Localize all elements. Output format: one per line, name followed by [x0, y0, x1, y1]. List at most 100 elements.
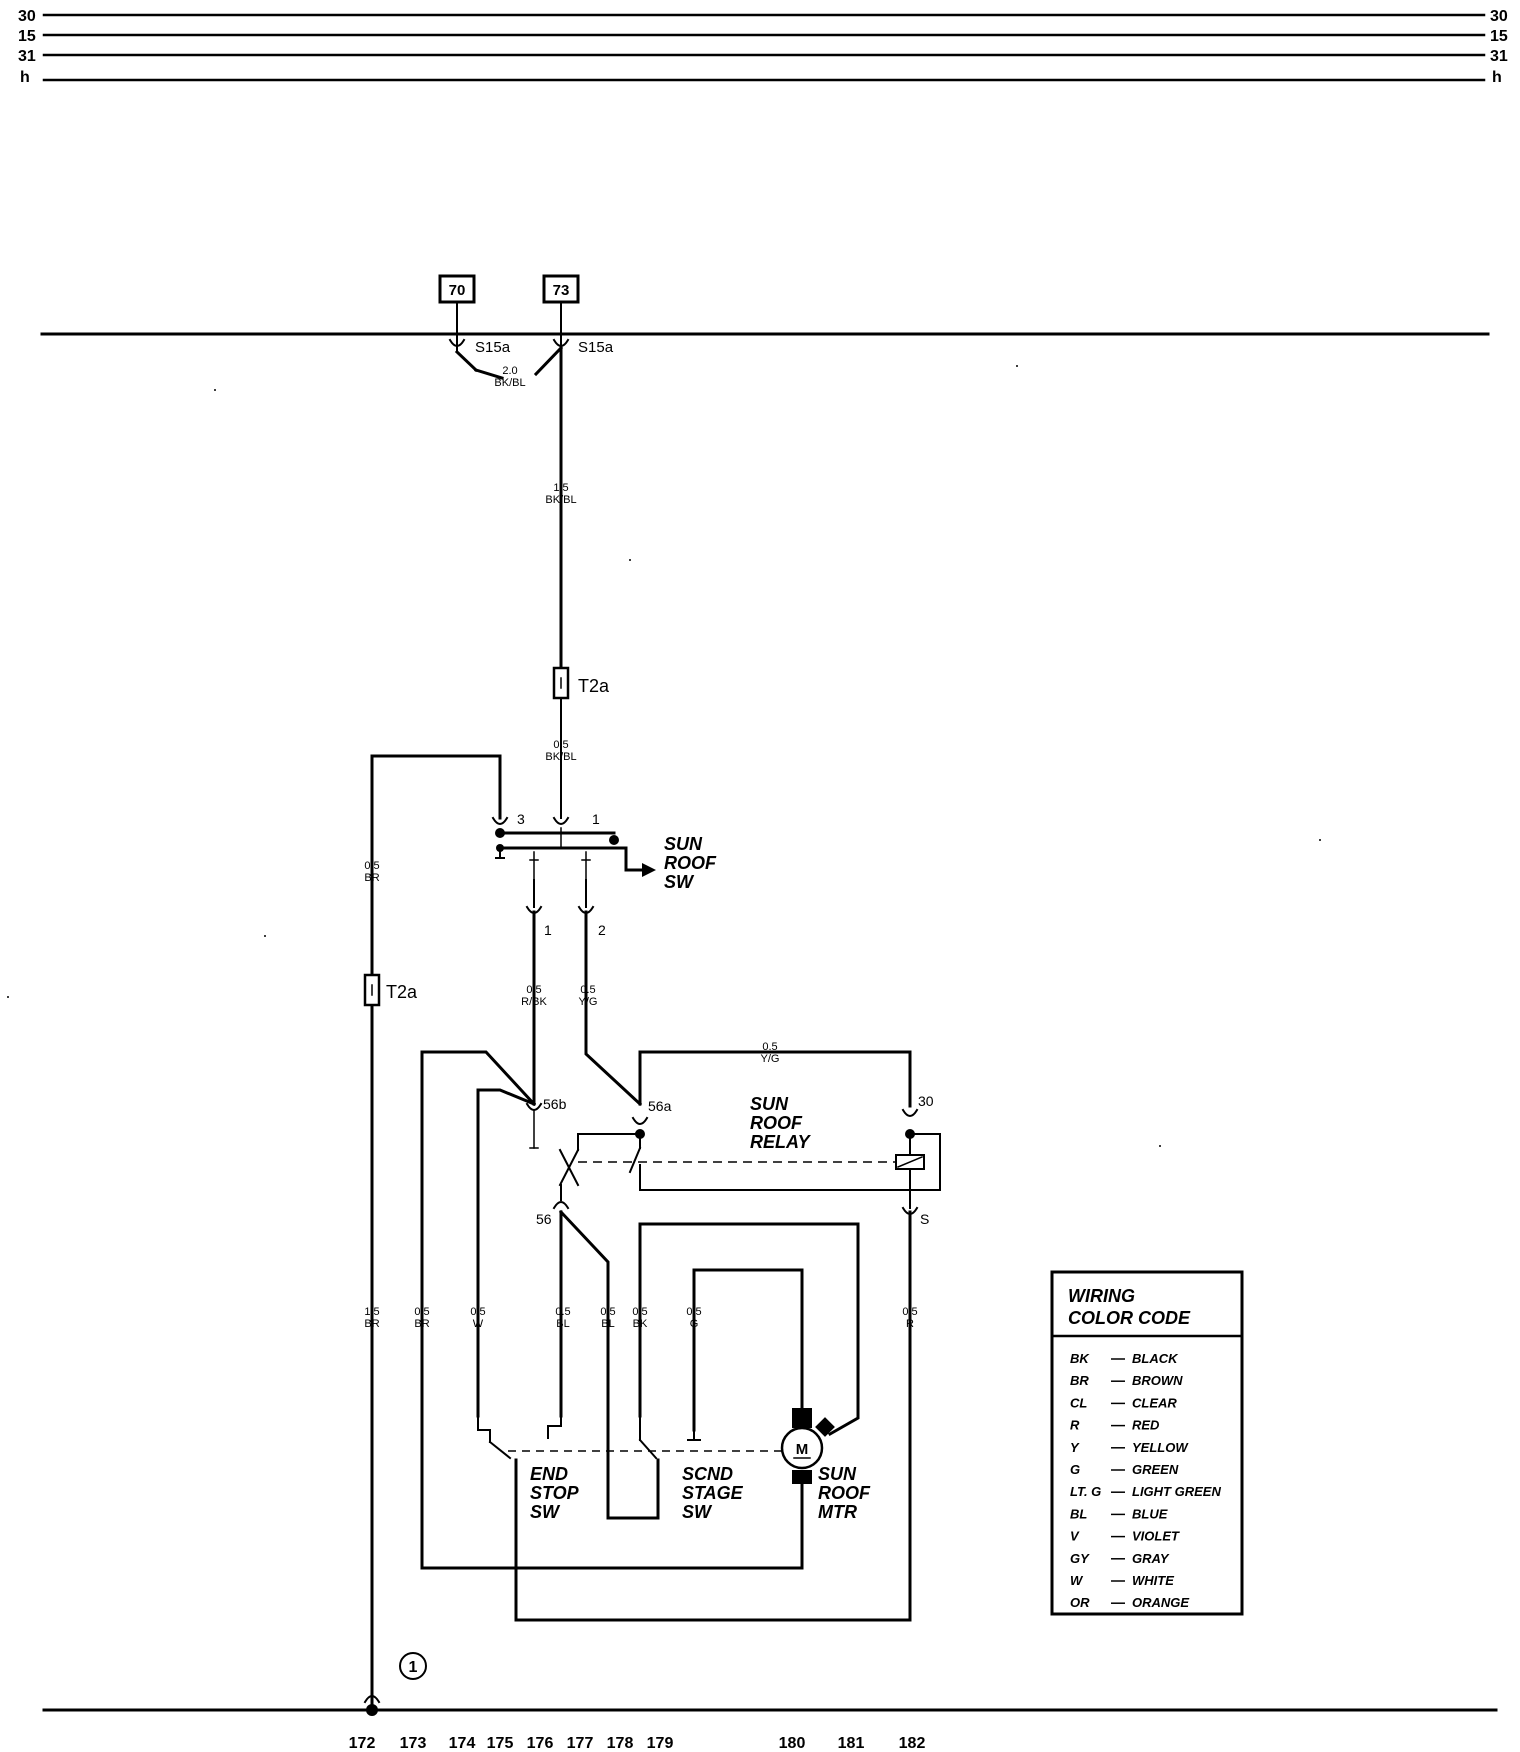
wire-color-15-bkbl: BK/BL — [545, 494, 576, 506]
label-sun-roof-relay-1: SUN — [750, 1094, 789, 1114]
legend-color-name: BLUE — [1132, 1506, 1168, 1521]
connector-t2a-left: T2a — [363, 973, 418, 1007]
rail-label-right-15: 15 — [1490, 28, 1508, 45]
legend-code: V — [1070, 1529, 1080, 1544]
wire-size-05-r: 0.5 — [902, 1306, 917, 1318]
legend-code: BR — [1070, 1373, 1089, 1388]
legend-code: Y — [1070, 1440, 1080, 1455]
label-scnd-stage-sw-2: STAGE — [682, 1483, 744, 1503]
grid-number: 177 — [567, 1735, 594, 1752]
wire-size-15-br: 1.5 — [364, 1306, 379, 1318]
reference-box-73: 73 — [542, 274, 580, 304]
wire-size-05-g: 0.5 — [686, 1306, 701, 1318]
wire-yg — [584, 910, 643, 1107]
label-end-stop-sw-3: SW — [530, 1502, 561, 1522]
connector-t2a-top: T2a — [552, 666, 610, 700]
rail-label-left-31: 31 — [18, 48, 36, 65]
wire-color-05-bkbl: BK/BL — [545, 751, 576, 763]
wire-size-05-bk: 0.5 — [632, 1306, 647, 1318]
grid-number: 172 — [349, 1735, 376, 1752]
wire-size-05-yg: 0.5 — [580, 984, 595, 996]
label-sun-roof-mtr-2: ROOF — [818, 1483, 871, 1503]
legend-color-name: ORANGE — [1132, 1595, 1189, 1610]
svg-text:70: 70 — [449, 282, 466, 299]
wire-bk — [638, 1222, 860, 1437]
motor-symbol: M — [796, 1441, 809, 1458]
wire-size-05-w: 0.5 — [470, 1306, 485, 1318]
pin-sw-out-1: 1 — [544, 922, 552, 938]
grid-number: 173 — [400, 1735, 427, 1752]
rail-label-left-15: 15 — [18, 28, 36, 45]
pin-relay-56a: 56a — [648, 1098, 672, 1114]
grid-number: 174 — [449, 1735, 476, 1752]
legend-code: R — [1070, 1418, 1080, 1433]
pin-relay-30: 30 — [918, 1093, 934, 1109]
wire-size-05-br: 0.5 — [414, 1306, 429, 1318]
wire-size-05-bl-2: 0.5 — [600, 1306, 615, 1318]
wire-size-05-bkbl: 0.5 — [553, 739, 568, 751]
wire-size-05-bl-1: 0.5 — [555, 1306, 570, 1318]
label-sun-roof-mtr-3: MTR — [818, 1502, 857, 1522]
wire-color-05-bl-1: BL — [556, 1318, 569, 1330]
second-stage-switch: SCND STAGE SW — [638, 1415, 744, 1522]
legend-color-name: GRAY — [1132, 1551, 1170, 1566]
label-scnd-stage-sw-1: SCND — [682, 1464, 733, 1484]
svg-text:73: 73 — [553, 282, 570, 299]
legend-title-1: WIRING — [1068, 1286, 1135, 1306]
legend-color-name: WHITE — [1132, 1573, 1174, 1588]
grid-number: 178 — [607, 1735, 634, 1752]
scan-specks — [7, 365, 1321, 1147]
legend-color-name: BROWN — [1132, 1373, 1183, 1388]
bus-rails: 30 15 31 h 30 15 31 h — [18, 8, 1508, 86]
sun-roof-switch: 3 1 SUN ROOF SW — [491, 811, 717, 892]
svg-text:T2a: T2a — [386, 982, 418, 1002]
legend-code: G — [1070, 1462, 1080, 1477]
wire-g — [692, 1268, 804, 1432]
splice-s15a-left: S15a — [448, 301, 511, 380]
splice-s15a-right: S15a — [533, 301, 614, 377]
wire-color-05-bk: BK — [633, 1318, 648, 1330]
legend-title-2: COLOR CODE — [1068, 1308, 1191, 1328]
pin-relay-56b: 56b — [543, 1096, 567, 1112]
label-sun-roof-relay-2: ROOF — [750, 1113, 803, 1133]
wire-color-05-yg-top: Y/G — [761, 1053, 780, 1065]
svg-text:T2a: T2a — [578, 676, 610, 696]
wire-bl-2 — [558, 1209, 660, 1520]
label-sun-roof-sw-3: SW — [664, 872, 695, 892]
ground-point: 1 — [363, 1652, 427, 1716]
legend-color-name: VIOLET — [1132, 1529, 1180, 1544]
legend-color-name: LIGHT GREEN — [1132, 1484, 1221, 1499]
wire-color-05-br: BR — [414, 1318, 429, 1330]
legend-code: CL — [1070, 1395, 1087, 1410]
grid-number: 179 — [647, 1735, 674, 1752]
rail-label-left-30: 30 — [18, 8, 36, 25]
wire-color-05-r: R — [906, 1318, 914, 1330]
wire-yg-top — [638, 1050, 912, 1108]
wire-color-15-br: BR — [364, 1318, 379, 1330]
wire-color-05-g: G — [690, 1318, 699, 1330]
legend-code: BL — [1070, 1506, 1087, 1521]
wire-br-loop — [420, 1050, 804, 1570]
legend-color-name: CLEAR — [1132, 1395, 1177, 1410]
rail-label-right-30: 30 — [1490, 8, 1508, 25]
legend-code: W — [1070, 1573, 1084, 1588]
pin-sw-out-2: 2 — [598, 922, 606, 938]
legend-color-name: GREEN — [1132, 1462, 1179, 1477]
label-sun-roof-sw-1: SUN — [664, 834, 703, 854]
wire-br-left-loop — [370, 754, 502, 1712]
wire-color-05-w: W — [473, 1318, 484, 1330]
wire-size-05-br-top: 0.5 — [364, 860, 379, 872]
legend-code: GY — [1070, 1551, 1090, 1566]
end-stop-switch: END STOP SW — [477, 1415, 580, 1522]
wire-size-20-bkbl: 2.0 — [502, 365, 517, 377]
splice-label-right: S15a — [578, 339, 614, 356]
sun-roof-relay: 56b 56a 30 56 S SUN ROOF RELAY — [525, 1093, 941, 1227]
label-scnd-stage-sw-3: SW — [682, 1502, 713, 1522]
wire-color-20-bkbl: BK/BL — [494, 377, 525, 389]
label-sun-roof-sw-2: ROOF — [664, 853, 717, 873]
wire-color-05-bl-2: BL — [601, 1318, 614, 1330]
